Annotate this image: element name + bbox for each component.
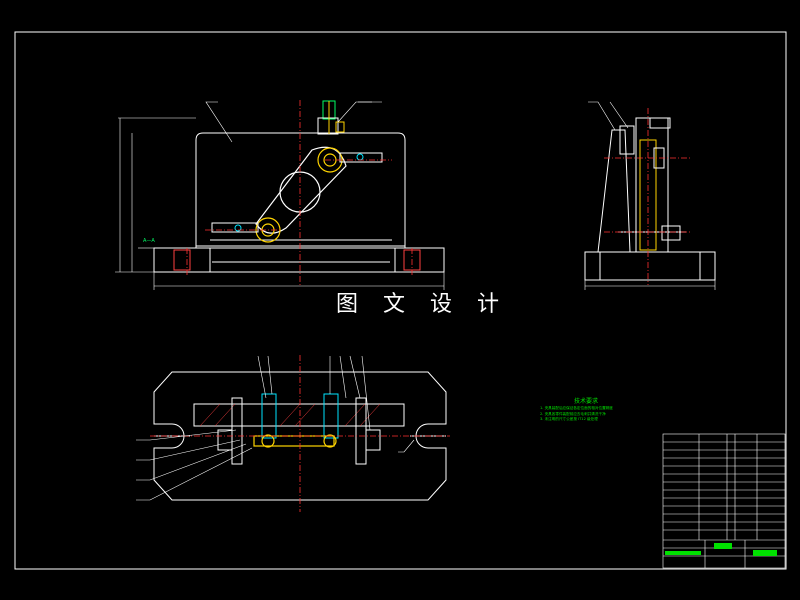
side-clamp	[618, 125, 686, 251]
watermark-text: 图 文 设 计	[336, 292, 508, 317]
side-base	[584, 251, 716, 281]
front-top-screw	[317, 100, 345, 135]
front-base-plate	[153, 247, 445, 273]
front-centerlines	[186, 100, 413, 285]
section-label-front: A—A	[143, 238, 155, 244]
tech-requirements-title: 技术要求	[574, 398, 599, 405]
side-body	[597, 117, 671, 253]
front-dimensions	[115, 117, 445, 290]
top-leaders	[136, 355, 415, 501]
front-leaders	[205, 101, 382, 143]
top-centerlines	[150, 355, 450, 512]
top-section-band	[193, 403, 405, 427]
connecting-rod-workpiece	[255, 146, 347, 243]
side-dimensions	[584, 101, 716, 290]
front-clamp-arms	[211, 152, 383, 233]
front-body-block	[195, 132, 406, 248]
top-view	[136, 355, 450, 512]
front-view	[115, 100, 445, 290]
tech-requirement-line: 1. 夹具装配后应保证各定位面的相对位置精度	[540, 406, 613, 410]
tech-requirement-line: 2. 夹具各零件装配前应去毛刺并清洗干净	[540, 411, 606, 416]
sheet-frame	[14, 31, 787, 570]
tech-requirement-line: 3. 未注明的尺寸公差按 IT12 级处理	[540, 417, 598, 421]
technical-requirements: 技术要求 1. 夹具装配后应保证各定位面的相对位置精度 2. 夹具各零件装配前应…	[540, 397, 660, 431]
title-block	[662, 433, 786, 569]
top-bolts	[217, 393, 381, 465]
side-view	[584, 101, 716, 290]
side-centerlines	[604, 108, 690, 285]
